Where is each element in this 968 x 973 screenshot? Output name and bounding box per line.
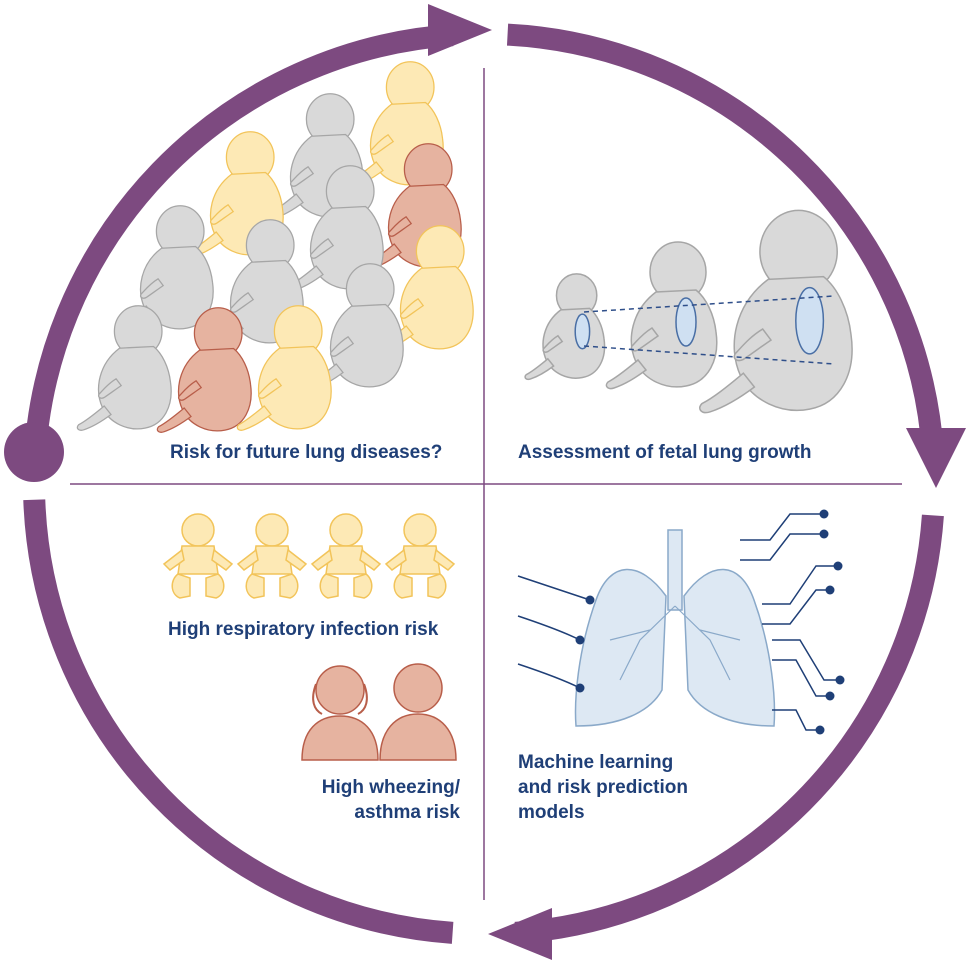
arrowhead-top: [428, 4, 492, 56]
cycle-start-dot: [4, 422, 64, 482]
circuit-wire: [517, 663, 581, 689]
child-girl-head: [315, 665, 365, 715]
circuit-wire: [517, 615, 581, 641]
bronchi: [609, 605, 741, 681]
label-ml-line-2: and risk prediction: [518, 777, 688, 798]
child-boy-head: [393, 663, 443, 713]
cycle-arc-right-bottom: [514, 514, 944, 944]
growth-line-top: [583, 295, 835, 313]
baby-icon: [311, 513, 381, 599]
child-girl-hair: [312, 683, 368, 715]
cycle-arc-left-bottom: [23, 499, 454, 944]
arrowhead-bottom: [488, 908, 552, 960]
fetus-population: [76, 61, 474, 433]
circuit-wire: [762, 565, 838, 605]
lung-right: [683, 568, 776, 727]
circuit-wire: [517, 575, 591, 601]
circuit-node-icon: [819, 529, 829, 539]
circuit-node-icon: [835, 675, 845, 685]
label-high-wheezing-asthma-risk: High wheezing/ asthma risk: [300, 775, 460, 825]
growth-line-bottom: [583, 345, 835, 365]
circuit-wire: [762, 589, 830, 625]
fetus-icon: [76, 305, 172, 431]
circuit-wire: [772, 639, 840, 681]
circuit-node-icon: [825, 585, 835, 595]
circuit-wire: [740, 513, 824, 541]
circuit-node-icon: [585, 595, 595, 605]
lung-left: [574, 568, 667, 727]
lungs-icon: [574, 529, 776, 727]
label-ml-line-3: models: [518, 802, 585, 823]
label-high-respiratory-infection-risk: High respiratory infection risk: [168, 619, 439, 640]
circuit-lines: [517, 509, 845, 735]
fetal-lung-icon: [795, 286, 825, 355]
circuit-node-icon: [575, 683, 585, 693]
fetal-lung-icon: [574, 313, 591, 350]
fetus-icon: [524, 273, 606, 381]
label-wheezing-line-2: asthma risk: [354, 802, 460, 823]
cycle-arrows: [4, 4, 966, 960]
circuit-node-icon: [819, 509, 829, 519]
fetus-icon: [698, 209, 853, 414]
child-girl-body: [301, 715, 379, 761]
cycle-arc-left-top: [23, 24, 454, 469]
circuit-wire: [772, 709, 820, 731]
label-machine-learning-models: Machine learning and risk prediction mod…: [518, 750, 688, 825]
cycle-arc-right-top: [506, 23, 944, 454]
circuit-wire: [772, 659, 830, 697]
label-assessment-fetal-lung-growth: Assessment of fetal lung growth: [518, 442, 812, 463]
quadrant-dividers: [70, 68, 902, 900]
fetal-growth-illustration: [524, 209, 853, 414]
label-wheezing-line-1: High wheezing/: [321, 777, 460, 798]
label-ml-line-1: Machine learning: [518, 752, 674, 773]
circuit-node-icon: [825, 691, 835, 701]
label-risk-future-lung-diseases: Risk for future lung diseases?: [170, 442, 443, 463]
trachea: [667, 529, 683, 611]
fetal-lung-icon: [675, 297, 697, 347]
circuit-node-icon: [833, 561, 843, 571]
children-group: [301, 663, 457, 761]
circuit-wire: [740, 533, 824, 561]
babies-group: [163, 513, 455, 599]
child-boy-body: [379, 713, 457, 761]
circuit-node-icon: [815, 725, 825, 735]
baby-icon: [237, 513, 307, 599]
arrowhead-right: [906, 428, 966, 488]
circuit-node-icon: [575, 635, 585, 645]
fetus-icon: [605, 241, 718, 390]
baby-icon: [163, 513, 233, 599]
baby-icon: [385, 513, 455, 599]
